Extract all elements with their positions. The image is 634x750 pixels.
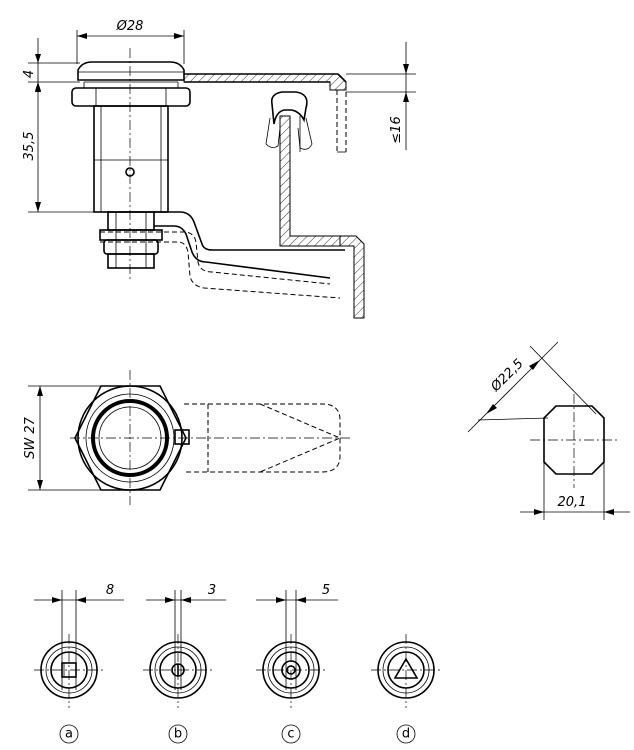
dim-body-length-label: 35,5 <box>22 132 37 161</box>
variant-a-size-label: 8 <box>106 583 114 598</box>
dim-flange-height: 4 <box>22 38 80 100</box>
plan-view: SW 27 <box>23 370 350 505</box>
spindle <box>107 211 155 231</box>
variant-b-size-label: 3 <box>208 583 216 598</box>
dim-max-panel-label: ≤16 <box>389 116 404 143</box>
cam-octagon <box>543 405 605 475</box>
panel-section <box>183 73 347 153</box>
side-tab <box>174 429 190 445</box>
cam-phantom <box>100 231 341 299</box>
dim-cam-diameter: Ø22,5 <box>467 341 597 433</box>
dim-flange-diameter-label: Ø28 <box>116 19 144 34</box>
dim-cam-width-label: 20,1 <box>558 495 587 510</box>
dim-spanner-size-label: SW 27 <box>23 416 38 459</box>
variant-c-size-label: 5 <box>322 583 330 598</box>
variant-d: d <box>371 634 441 744</box>
dim-flange-diameter: Ø28 <box>76 19 185 64</box>
frame-section <box>279 115 365 319</box>
cam-plan-outline <box>184 403 341 473</box>
seal-profile <box>270 91 308 125</box>
variant-a-label: a <box>65 727 73 742</box>
lock-body <box>93 105 169 213</box>
side-view: Ø28 4 35,5 <box>22 19 416 319</box>
cam-solid <box>154 211 345 279</box>
variant-b-label: b <box>174 727 182 742</box>
hex-nut <box>71 87 191 107</box>
dim-body-length: 35,5 <box>22 82 96 213</box>
dim-flange-height-label: 4 <box>22 70 37 78</box>
variant-d-label: d <box>402 727 410 742</box>
dim-cam-width: 20,1 <box>520 462 630 520</box>
variant-a: 8 a <box>34 583 124 744</box>
variant-c-label: c <box>287 727 294 742</box>
dim-cam-diameter-label: Ø22,5 <box>488 356 527 395</box>
lock-flange <box>77 61 185 81</box>
dim-max-panel: ≤16 <box>346 42 416 150</box>
spindle-end <box>107 253 155 269</box>
variant-b: 3 b <box>143 583 226 744</box>
variant-c: 5 c <box>256 583 338 744</box>
cam-detail-view: Ø22,5 20,1 <box>467 341 630 520</box>
